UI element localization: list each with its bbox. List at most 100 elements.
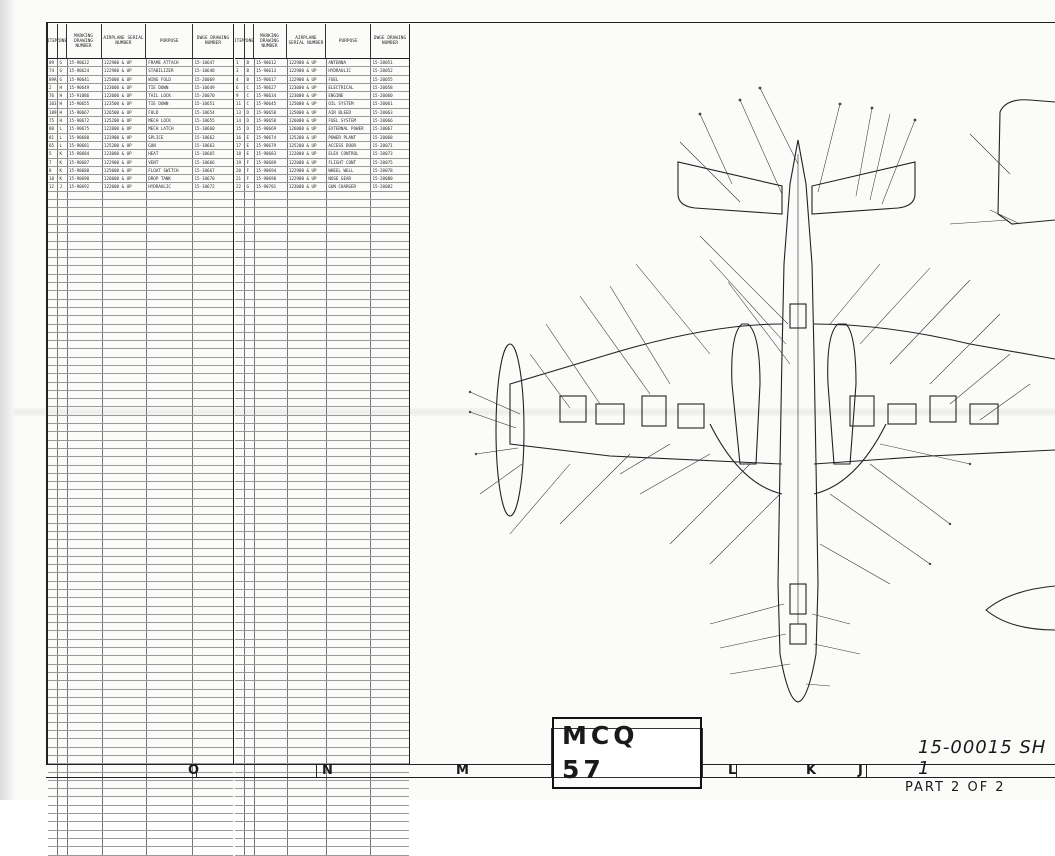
table-cell-item (235, 556, 246, 565)
table-cell-item: 81 (48, 133, 59, 141)
table-cell-serial (103, 341, 148, 349)
table-cell-marking: 15-90641 (68, 75, 103, 83)
table-cell-item (235, 349, 246, 357)
table-cell-purpose: FRAME ATTACH (147, 59, 194, 67)
table-cell-zone: F (245, 175, 255, 183)
table-cell-purpose (327, 399, 372, 407)
table-cell-marking (68, 772, 103, 780)
table-cell-purpose (327, 390, 372, 399)
table-cell-purpose (147, 357, 194, 365)
table-cell-serial (103, 548, 148, 556)
table-cell-marking (68, 540, 103, 548)
table-row (235, 407, 409, 416)
table-cell-zone (245, 614, 255, 623)
table-cell-item (235, 407, 246, 415)
table-cell-marking (68, 805, 103, 814)
table-cell-purpose: DROP TANK (147, 175, 194, 183)
table-cell-zone (245, 249, 255, 258)
table-cell-marking (255, 440, 288, 448)
table-cell-serial (103, 772, 148, 780)
table-cell-dwg (371, 673, 409, 680)
table-row (235, 548, 409, 557)
table-cell-zone (58, 573, 68, 581)
table-row (235, 349, 409, 358)
table-row (48, 789, 233, 798)
table-cell-item (235, 648, 246, 656)
table-cell-dwg (371, 532, 409, 539)
table-cell-zone (58, 324, 68, 332)
table-cell-dwg (193, 383, 233, 390)
table-cell-purpose (147, 573, 194, 581)
table-cell-serial (103, 233, 148, 241)
table-cell-serial (103, 681, 148, 689)
table-cell-marking: 15-91086 (68, 92, 103, 100)
table-cell-purpose (327, 814, 372, 822)
table-row (235, 316, 409, 325)
table-cell-marking (255, 465, 288, 473)
table-cell-purpose (147, 249, 194, 258)
table-cell-serial (103, 714, 148, 722)
table-cell-purpose (327, 838, 372, 847)
table-cell-zone (245, 365, 255, 374)
table-cell-zone (58, 249, 68, 258)
table-cell-item (235, 814, 246, 822)
table-cell-dwg: 15-10662 (194, 134, 215, 140)
table-cell-purpose (147, 598, 194, 606)
table-cell-dwg (371, 490, 409, 497)
table-cell-zone (58, 598, 68, 606)
table-cell-serial (103, 382, 148, 390)
table-cell-serial (288, 424, 328, 432)
table-cell-serial (288, 291, 328, 299)
table-cell-purpose (327, 822, 372, 830)
table-cell-marking (255, 706, 288, 714)
table-cell-purpose (327, 249, 372, 258)
table-cell-serial (103, 200, 148, 208)
table-row (235, 639, 409, 649)
table-row (235, 249, 409, 259)
table-cell-item (235, 200, 246, 208)
table-cell-dwg: 15-10651 (194, 101, 215, 107)
table-cell-marking (68, 440, 103, 448)
table-cell-marking: 15-90634 (255, 92, 288, 100)
table-cell-purpose (327, 722, 372, 731)
table-cell-serial (288, 814, 328, 822)
table-cell-marking (68, 291, 103, 299)
table-row (48, 598, 233, 607)
table-cell-marking (255, 332, 288, 341)
table-cell-dwg (193, 515, 233, 522)
table-cell-dwg: 15-10648 (194, 68, 215, 74)
table-row (235, 399, 409, 408)
table-cell-zone (58, 780, 68, 789)
table-cell-dwg: 15-10660 (194, 126, 215, 132)
table-cell-purpose (327, 540, 372, 548)
table-cell-purpose (147, 689, 194, 697)
table-cell-dwg: 15-20066 (372, 118, 393, 124)
table-cell-item (235, 274, 246, 283)
table-cell-dwg (193, 540, 233, 547)
table-cell-dwg (193, 482, 233, 489)
table-row (235, 814, 409, 823)
table-cell-marking (68, 747, 103, 755)
table-row (235, 772, 409, 781)
table-cell-zone (245, 357, 255, 365)
table-cell-serial: 122900 & UP (288, 67, 328, 75)
table-row (235, 208, 409, 217)
table-cell-zone (58, 515, 68, 523)
table-row (48, 581, 233, 590)
table-cell-purpose (327, 490, 372, 498)
table-cell-purpose (147, 407, 194, 415)
table-row (235, 714, 409, 723)
table-cell-zone (58, 631, 68, 639)
table-cell-dwg (371, 723, 409, 730)
table-cell-serial (288, 316, 328, 324)
table-cell-purpose (327, 274, 372, 283)
table-cell-serial: 125200 & UP (288, 133, 328, 141)
table-cell-item (235, 316, 246, 324)
table-cell-marking (255, 266, 288, 274)
table-cell-zone: C (245, 92, 255, 100)
table-cell-marking (255, 233, 288, 241)
